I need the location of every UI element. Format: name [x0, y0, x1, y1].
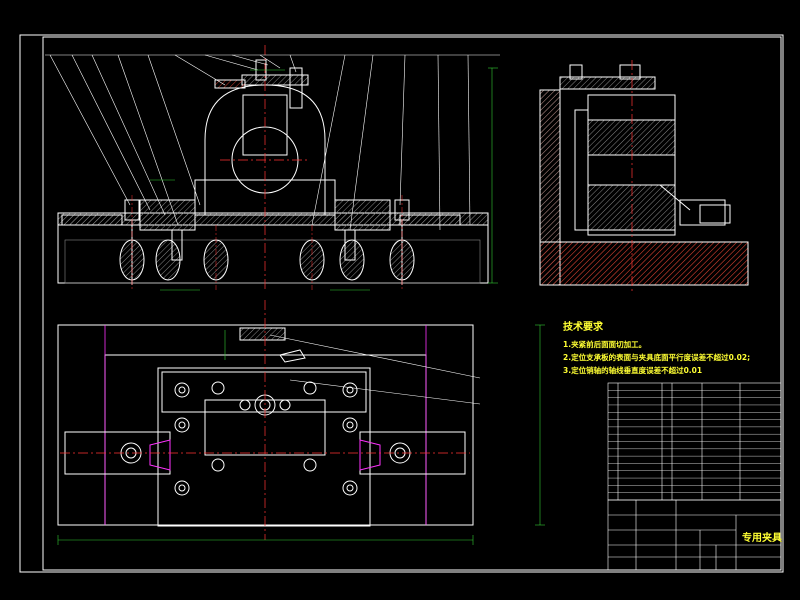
front-view	[45, 45, 500, 291]
title-block-name: 专用夹具	[742, 533, 782, 544]
top-view-bolt-holes	[174, 381, 358, 496]
part-leader-lines	[45, 54, 500, 231]
parts-list-rows	[608, 390, 781, 493]
requirement-2: 2.定位支承板的表面与夹具底面平行度误差不超过0.02;	[563, 353, 751, 362]
requirement-1: 1.夹紧前后面面切加工。	[563, 340, 647, 349]
base-bolt-slots	[119, 239, 415, 281]
front-view-dimensions	[150, 67, 498, 291]
requirement-3: 3.定位销轴的轴线垂直度误差不超过0.01	[563, 366, 703, 375]
drawing-border	[19, 34, 784, 573]
top-view	[57, 300, 545, 545]
title-block	[607, 499, 782, 571]
technical-requirements-title: 技术要求	[563, 322, 603, 333]
side-view	[539, 60, 749, 292]
technical-requirements: 技术要求 1.夹紧前后面面切加工。 2.定位支承板的表面与夹具底面平行度误差不超…	[563, 318, 750, 377]
